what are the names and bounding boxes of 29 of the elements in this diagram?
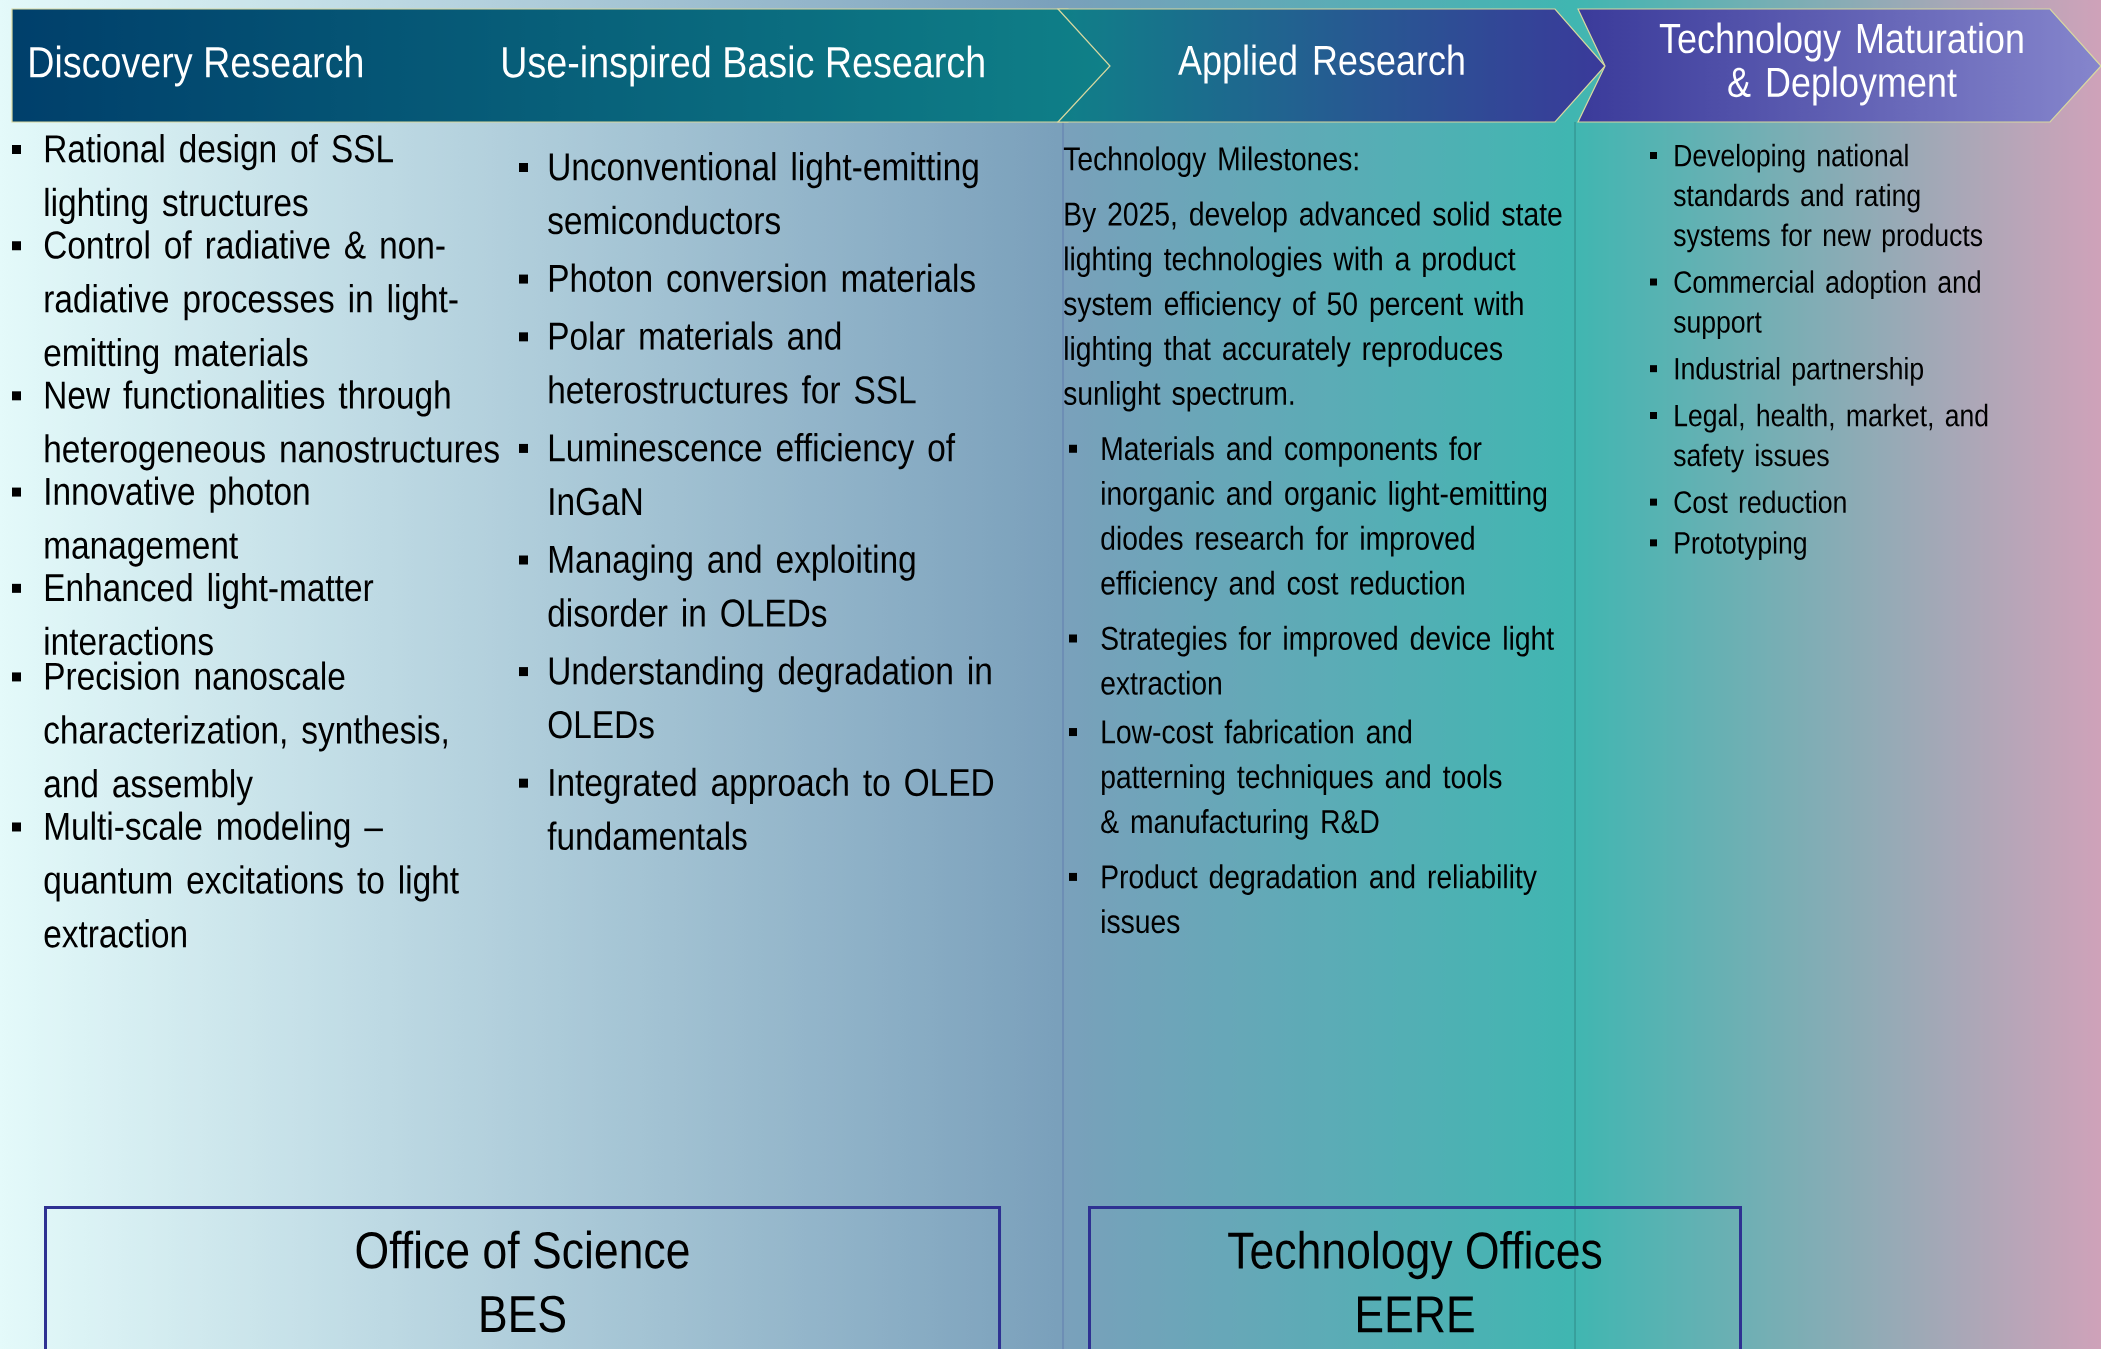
chevron-header: Technology Maturation & Deployment — [1577, 8, 2101, 123]
list-item: Commercial adoption and support — [1673, 270, 1980, 339]
list-item: Precision nanoscale characterization, synthesis, and assembly — [44, 661, 447, 806]
list-item: Industrial partnership — [1675, 357, 1923, 386]
section-heading: Technology Milestones: — [1063, 146, 1358, 177]
list-item: Photon conversion materials — [549, 263, 975, 293]
list-item: Strategies for improved device light extraction — [1101, 625, 1554, 695]
list-item: Prototyping — [1675, 531, 1806, 560]
list-item: Enhanced light-matter interactions — [45, 572, 374, 656]
list-item: Innovative photon management — [45, 476, 309, 567]
list-item: Unconventional light-emitting semiconductors — [548, 152, 978, 235]
milestone-text: By 2025, develop advanced solid state lighting technologies with a product system efficiency of 50 percent with lighting that accurately reproduces sunlight spectrum. — [1064, 201, 1562, 412]
list-item: New functionalities through heterogeneous nanostructures — [45, 380, 499, 471]
list-item: Polar materials and heterostructures for SSL — [549, 321, 916, 404]
office-box: Technology Offices EERE — [1088, 1206, 1742, 1349]
list-item: Developing national standards and rating systems for new products — [1673, 143, 1983, 253]
chevron-header: Applied Research — [1056, 8, 1606, 123]
list-item: Legal, health, market, and safety issues — [1673, 403, 1988, 473]
list-item: Managing and exploiting disorder in OLEDs — [548, 544, 915, 627]
list-item: Low-cost fabrication and patterning techniques and tools & manufacturing R&D — [1101, 719, 1502, 840]
list-item: Control of radiative & non-radiative processes in light-emitting materials — [44, 230, 458, 375]
list-item: Cost reduction — [1674, 490, 1846, 514]
office-box: Office of Science BES — [44, 1206, 1001, 1349]
list-item: Understanding degradation in OLEDs — [548, 656, 991, 739]
list-item: Integrated approach to OLED fundamentals — [547, 767, 994, 851]
list-item: Multi-scale modeling – quantum excitations to light extraction — [44, 811, 459, 948]
list-item: Materials and components for inorganic and organic light-emitting diodes research for improved efficiency and cost reduction — [1101, 436, 1547, 602]
list-item: Luminescence efficiency of InGaN — [549, 432, 956, 516]
list-item: Product degradation and reliability issues — [1102, 864, 1537, 934]
